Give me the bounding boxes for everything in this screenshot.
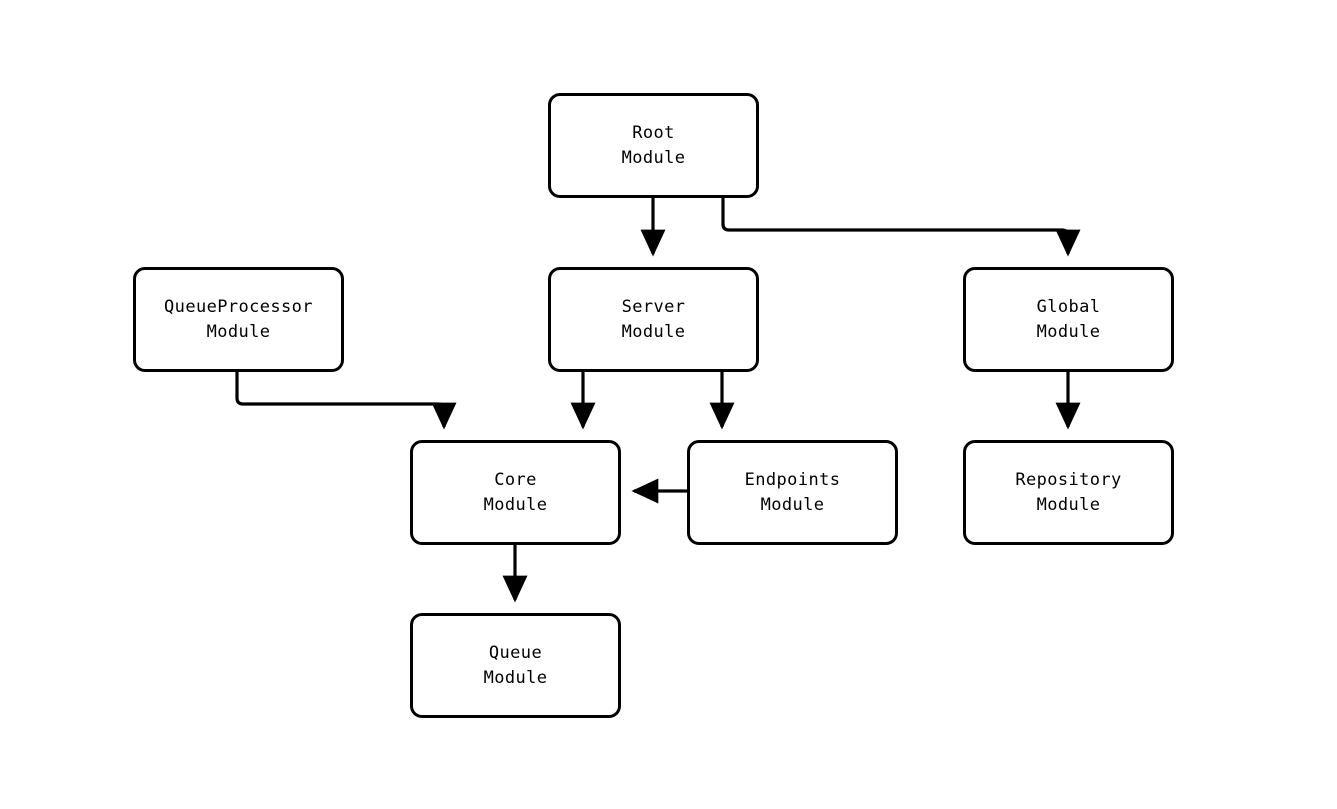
node-endpoints-label-line1: Endpoints [744,470,841,491]
edge-queueprocessor-to-core [235,372,457,430]
node-queue-label-line1: Queue [488,643,543,664]
node-global-label-line2: Module [1036,321,1101,342]
node-repository-label-line1: Repository [1015,470,1122,491]
node-core-label-line2: Module [483,494,548,515]
node-queueprocessor-label-line1: QueueProcessor [164,297,313,318]
node-repository-label-line2: Module [1036,494,1101,515]
node-server-label-line2: Module [621,321,686,342]
node-server-label-line1: Server [621,297,686,318]
node-endpoints-label-line2: Module [760,494,825,515]
edge-root-to-global [721,198,1081,257]
node-global-label-line1: Global [1036,297,1101,318]
node-queueprocessor-label-line2: Module [206,321,271,342]
node-core-label-line1: Core [494,470,537,491]
node-root-label-line1: Root [632,123,675,144]
node-root-label-line2: Module [621,147,686,168]
node-queue-label-line2: Module [483,667,548,688]
